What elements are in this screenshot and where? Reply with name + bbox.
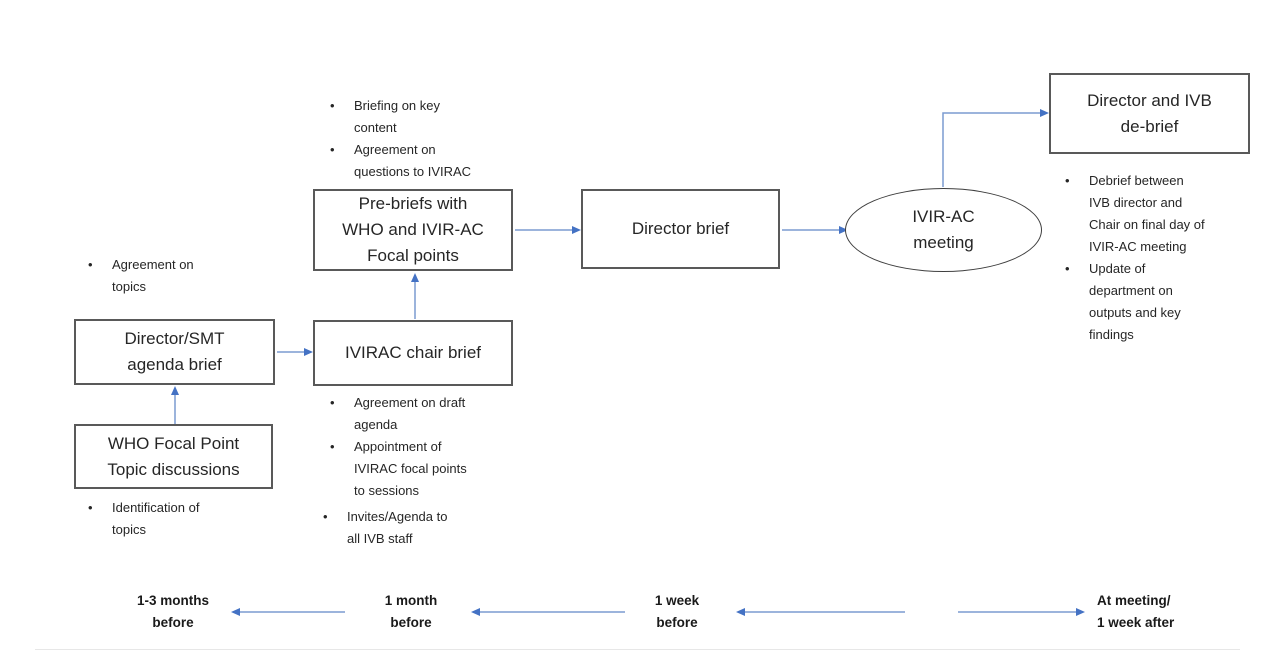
node-director-brief: Director brief <box>581 189 780 269</box>
node-ivirac-chair-brief: IVIRAC chair brief <box>313 320 513 386</box>
bottom-divider-line <box>35 649 1240 650</box>
node-label: Director and IVB de-brief <box>1087 90 1212 136</box>
timeline-label-1-week-before: 1 week before <box>654 593 700 630</box>
node-who-focal-topic-discussions: WHO Focal Point Topic discussions <box>74 424 273 489</box>
node-label: Pre-briefs with WHO and IVIR-AC Focal po… <box>342 194 484 265</box>
timeline-arrowhead-4 <box>1076 608 1085 616</box>
bullet-list-invites: Invites/Agenda to all IVB staff <box>319 506 499 550</box>
bullet-item: Agreement on draft agenda <box>326 392 511 436</box>
bullet-item: Update of department on outputs and key … <box>1061 258 1256 346</box>
node-ivir-ac-meeting: IVIR-AC meeting <box>845 188 1042 272</box>
timeline-label-1-month-before: 1 month before <box>384 593 438 630</box>
bullet-list-debrief: Debrief between IVB director and Chair o… <box>1061 170 1256 346</box>
bullet-list-pre-briefs: Briefing on key content Agreement on que… <box>326 95 506 183</box>
arrowhead-meeting-to-debrief <box>1040 109 1049 117</box>
bullet-item: Briefing on key content <box>326 95 506 139</box>
timeline-arrowhead-2 <box>471 608 480 616</box>
bullet-list-director-smt: Agreement on topics <box>84 254 234 298</box>
bullet-item: Agreement on questions to IVIRAC <box>326 139 506 183</box>
connector-meeting-to-debrief <box>942 112 1040 187</box>
node-label: IVIR-AC meeting <box>912 207 975 252</box>
node-pre-briefs: Pre-briefs with WHO and IVIR-AC Focal po… <box>313 189 513 271</box>
bullet-item: Agreement on topics <box>84 254 234 298</box>
timeline-label-1-3-months-before: 1-3 months before <box>136 593 209 630</box>
bullet-item: Identification of topics <box>84 497 244 541</box>
node-director-ivb-debrief: Director and IVB de-brief <box>1049 73 1250 154</box>
arrowhead-who-to-smt <box>171 386 179 395</box>
node-label: IVIRAC chair brief <box>344 343 482 362</box>
bullet-list-ivirac-chair: Agreement on draft agenda Appointment of… <box>326 392 511 502</box>
arrowhead-chair-to-prebriefs <box>411 273 419 282</box>
timeline-arrowhead-1 <box>231 608 240 616</box>
arrowhead-prebriefs-to-director <box>572 226 581 234</box>
node-label: Director brief <box>631 219 730 238</box>
timeline-arrowhead-3 <box>736 608 745 616</box>
bullet-item: Debrief between IVB director and Chair o… <box>1061 170 1256 258</box>
node-label: WHO Focal Point Topic discussions <box>107 433 240 479</box>
node-label: Director/SMT agenda brief <box>124 329 225 374</box>
node-director-smt-agenda-brief: Director/SMT agenda brief <box>74 319 275 385</box>
bullet-item: Invites/Agenda to all IVB staff <box>319 506 499 550</box>
arrowhead-smt-to-chair <box>304 348 313 356</box>
bullet-list-who-focal: Identification of topics <box>84 497 244 541</box>
timeline-label-at-meeting: At meeting/ 1 week after <box>1097 593 1175 630</box>
bullet-item: Appointment of IVIRAC focal points to se… <box>326 436 511 502</box>
